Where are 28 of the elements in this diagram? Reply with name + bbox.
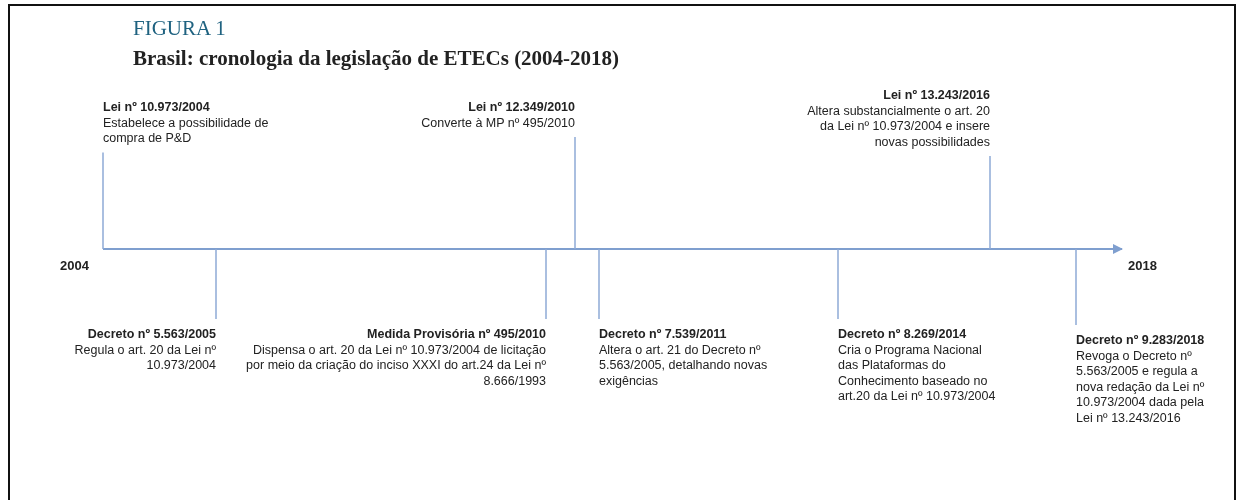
event-description: Estabelece a possibilidade de compra de P&D [103,115,270,147]
event-description: Revoga o Decreto nº 5.563/2005 e regula a nova redação da Lei nº 10.973/2004 dada pela Lei nº 13.243/2016 [1076,348,1206,426]
timeline-tick [1075,248,1077,326]
figure-number: FIGURA 1 [133,16,226,41]
timeline-tick [837,248,839,320]
event-heading: Medida Provisória nº 495/2010 [366,327,546,343]
event-description: Altera o art. 21 do Decreto nº 5.563/2005, detalhando novas exigências [599,342,769,389]
figure-title: Brasil: cronologia da legislação de ETECs (2004-2018) [133,46,620,71]
year-label: 2018 [1128,258,1157,273]
event-heading: Decreto nº 9.283/2018 [1076,333,1206,349]
event-heading: Decreto nº 8.269/2014 [838,327,968,343]
event-heading: Lei nº 13.243/2016 [882,88,990,104]
event-description: Dispensa o art. 20 da Lei nº 10.973/2004 de licitação por meio da criação do inciso XXXI do art.24 da Lei nº 8.666/1993 [246,342,546,389]
event-description: Cria o Programa Nacional das Plataformas do Conhecimento baseado no art.20 da Lei nº 10.973/2004 [838,342,997,405]
event-description: Converte à MP nº 495/2010 [420,115,575,131]
event-heading: Lei nº 10.973/2004 [103,100,211,116]
event-heading: Decreto nº 5.563/2005 [86,327,216,343]
event-description: Altera substancialmente o art. 20 da Lei nº 10.973/2004 e insere novas possibilidades [806,103,990,150]
timeline-tick [574,136,576,250]
event-heading: Decreto nº 7.539/2011 [599,327,728,343]
timeline-tick [102,151,104,250]
timeline-tick [989,155,991,250]
timeline-tick [598,248,600,320]
event-heading: Lei nº 12.349/2010 [467,100,575,116]
timeline-tick [545,248,547,320]
year-label: 2004 [60,258,89,273]
timeline-tick [215,248,217,320]
event-description: Regula o art. 20 da Lei nº 10.973/2004 [73,342,216,374]
